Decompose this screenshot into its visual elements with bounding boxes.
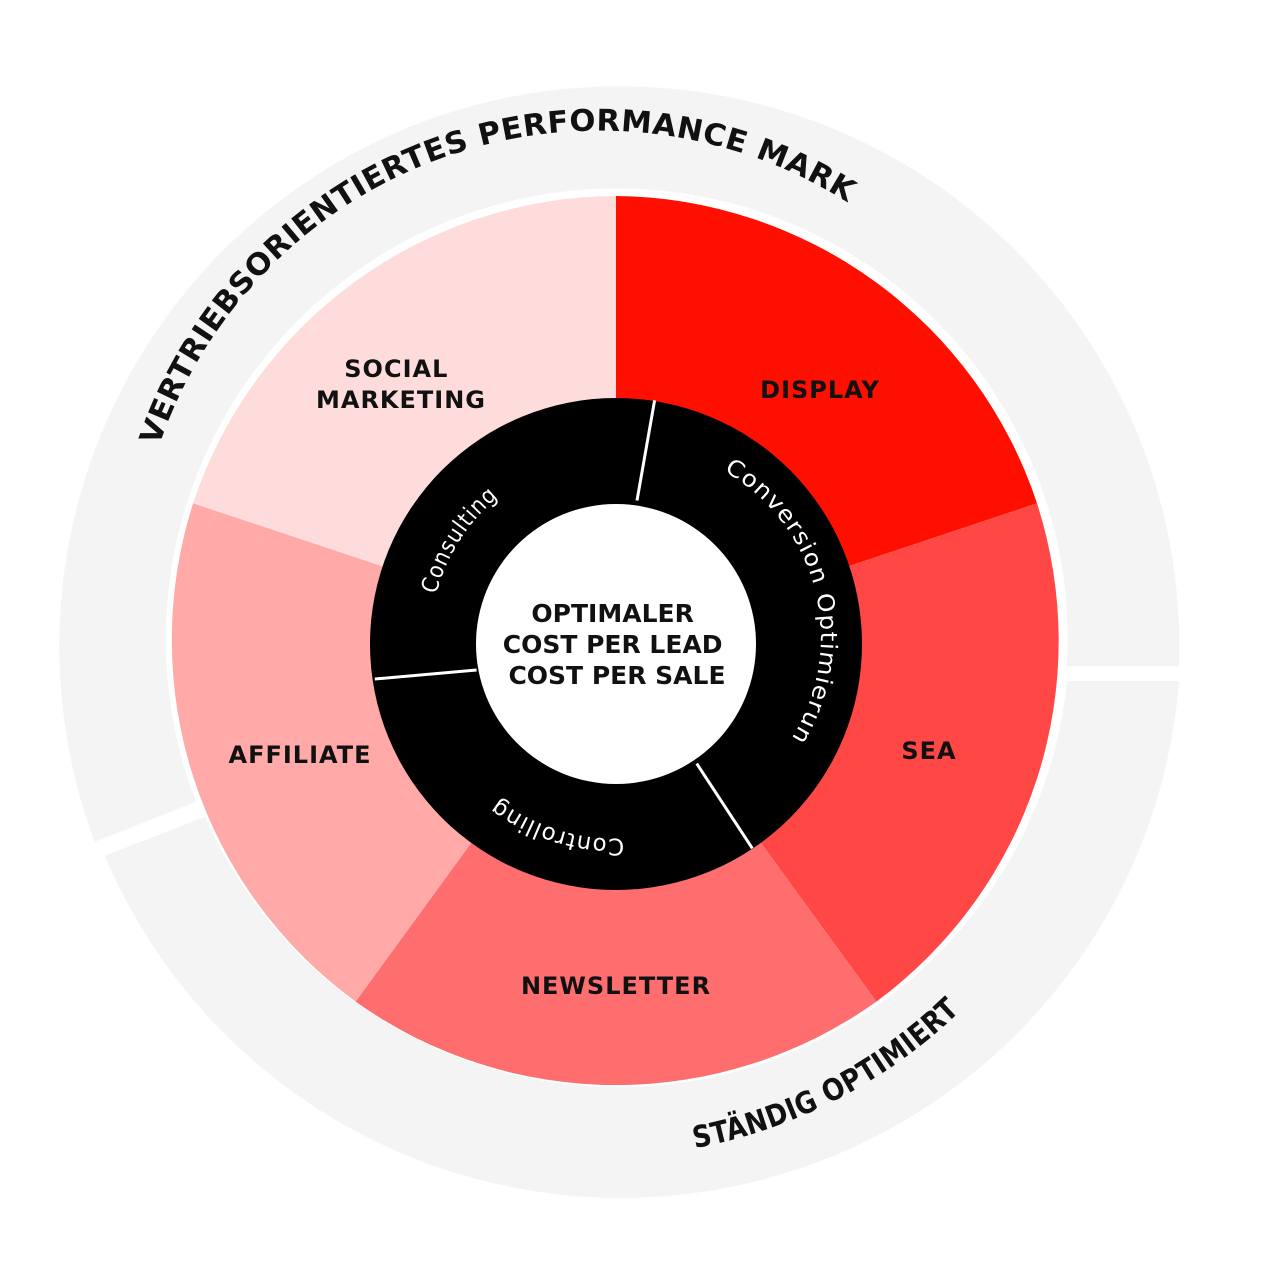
svg-text:OPTIMALER COST PER LEAD: OPTIMALER COST PER LEAD COST PER SALE	[503, 599, 732, 690]
segment-sea-label: SEA	[901, 737, 956, 765]
inner-ring-divider-left	[374, 668, 477, 681]
segment-newsletter-label: NEWSLETTER	[521, 972, 711, 1000]
inner-ring-divider-top	[635, 400, 657, 501]
svg-text:SEA: SEA	[901, 737, 956, 765]
outer-ring-bottom-band	[104, 681, 1179, 1198]
svg-text:DISPLAY: DISPLAY	[760, 376, 880, 404]
center-line-3: COST PER SALE	[508, 661, 725, 690]
segment-display-label: DISPLAY	[760, 376, 880, 404]
svg-text:NEWSLETTER: NEWSLETTER	[521, 972, 711, 1000]
center-disc	[476, 504, 756, 784]
svg-text:AFFILIATE: AFFILIATE	[229, 741, 372, 769]
segment-affiliate-label: AFFILIATE	[229, 741, 372, 769]
center-goal: OPTIMALER COST PER LEAD COST PER SALE	[476, 504, 756, 784]
outer-ring-top-band	[59, 86, 1180, 842]
segment-social-marketing-label-line-2: MARKETING	[316, 386, 486, 414]
inner-ring-divider-right	[695, 762, 754, 850]
svg-text:SOCIAL MARKETING: SOCIAL MARKETING	[316, 355, 486, 414]
center-line-1: OPTIMALER	[531, 599, 693, 628]
segment-social-marketing-label-line-1: SOCIAL	[344, 355, 448, 383]
center-line-2: COST PER LEAD	[503, 630, 723, 659]
channel-segments: DISPLAY SEA NEWSLETTER AFFILIATE SOCIAL	[171, 196, 1059, 1086]
